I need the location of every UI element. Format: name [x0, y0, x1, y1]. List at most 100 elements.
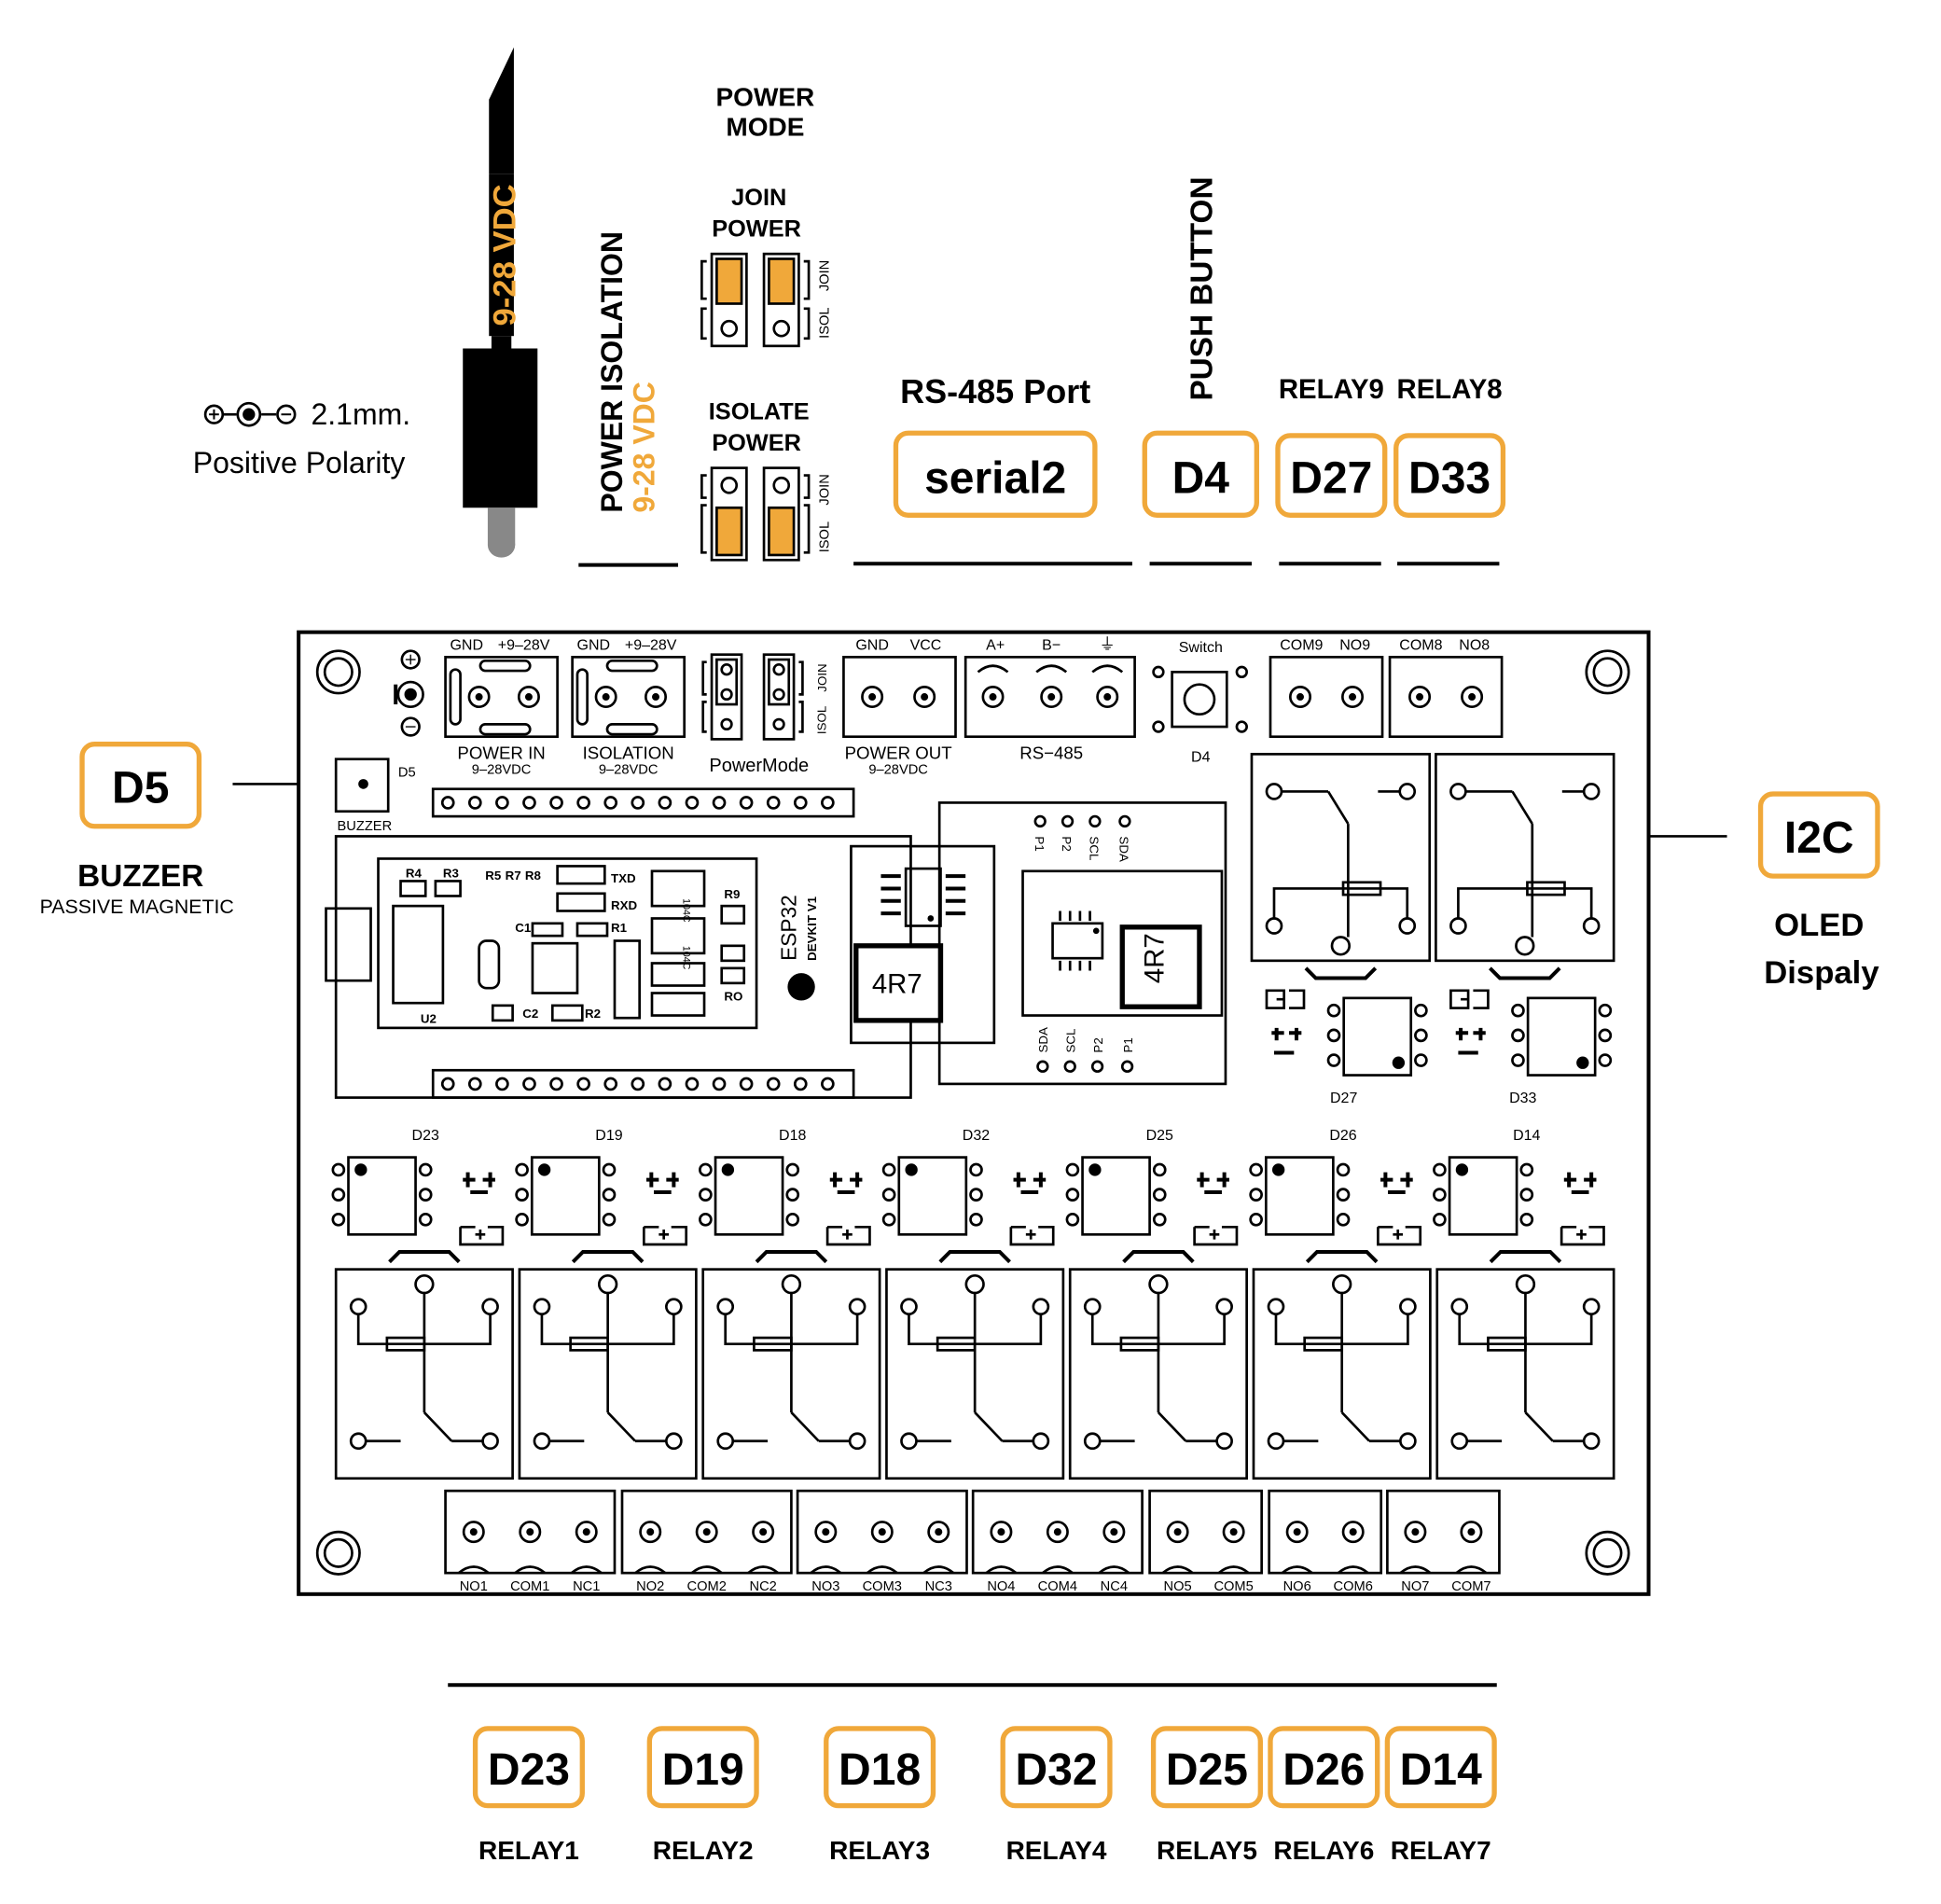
board-buzzer-pin: D5 [398, 765, 416, 780]
terminal-label: COM2 [687, 1579, 727, 1594]
terminal-label: NO6 [1283, 1579, 1311, 1594]
relay-pin-box [472, 1726, 585, 1809]
dc-voltage-label: 9-28 VDC [487, 184, 522, 326]
rs485-ground: ⏚ [1100, 634, 1116, 653]
relay9-block [1250, 753, 1432, 1077]
rs485-terminal [964, 656, 1136, 739]
header-pin [440, 796, 455, 810]
relay-callout-name: RELAY1 [478, 1836, 579, 1865]
relay-pin-label: D19 [595, 1128, 622, 1144]
power-out-gnd: GND [855, 637, 889, 653]
oled-module [937, 801, 1227, 1086]
com8-label: COM8 [1399, 637, 1442, 653]
power-in-label: POWER IN [457, 744, 545, 763]
header-pin [766, 796, 781, 810]
isolate-power-label-1: ISOLATE [709, 399, 810, 425]
output-terminal: NO5 COM5 [1148, 1489, 1263, 1594]
terminal-label: COM4 [1038, 1579, 1077, 1594]
esp32-header-bottom [440, 1077, 835, 1091]
ic-104c-a: 104C [680, 898, 691, 923]
buzzer-pin-box [79, 742, 202, 829]
relay-block [331, 1156, 514, 1480]
terminal-label: COM5 [1213, 1579, 1253, 1594]
jumper-join-diagram [700, 252, 811, 348]
header-pin [576, 1077, 590, 1091]
no8-label: NO8 [1459, 637, 1490, 653]
header-pin [685, 796, 700, 810]
power-out-vcc: VCC [910, 637, 942, 653]
relay-pin-label: D26 [1329, 1128, 1356, 1144]
relay9-terminal [1269, 656, 1384, 739]
oled-sda-bot: SDA [1036, 1027, 1050, 1053]
oled-scl-bot: SCL [1064, 1029, 1078, 1053]
relay9-title: RELAY9 [1279, 374, 1384, 405]
relay-block [1065, 1156, 1248, 1480]
com9-label: COM9 [1280, 637, 1323, 653]
header-pin [603, 796, 618, 810]
relay8-pin-label: D33 [1408, 453, 1490, 503]
oled-p2-bot: P2 [1091, 1037, 1105, 1052]
header-pin [821, 796, 835, 810]
c1-label: C1 [515, 921, 532, 935]
c2-label: C2 [522, 1007, 538, 1021]
relay8-terminal [1388, 656, 1504, 739]
rxd-label: RXD [611, 898, 638, 912]
isolation-sub: 9‒28VDC [599, 763, 659, 778]
relay-callout-pin: D18 [839, 1745, 921, 1795]
no9-label: NO9 [1339, 637, 1370, 653]
jumper-isol-text-a: ISOL [817, 307, 832, 338]
terminal-label: NO1 [460, 1579, 488, 1594]
jumper-join-text-b: JOIN [817, 474, 832, 505]
board-join-text: JOIN [815, 663, 829, 691]
oled-scl-top: SCL [1088, 836, 1102, 860]
header-pin [739, 1077, 754, 1091]
relay8-block [1435, 753, 1615, 1077]
join-power-label-2: POWER [712, 215, 801, 242]
board-d33-label: D33 [1509, 1091, 1536, 1106]
rs485-port-title: RS-485 Port [900, 372, 1090, 410]
relay-pin-box [646, 1726, 759, 1809]
upper-relays [1250, 753, 1615, 1077]
terminal-label: COM3 [863, 1579, 902, 1594]
isolation-label: ISOLATION [583, 744, 674, 763]
header-pin [495, 796, 509, 810]
relay-callout-name: RELAY3 [829, 1836, 930, 1865]
rs485-pin-label: serial2 [924, 453, 1066, 503]
header-pin [793, 1077, 808, 1091]
board-powermode-jumpers [701, 653, 804, 741]
switch-label: Switch [1179, 640, 1223, 656]
r9-label: R9 [724, 887, 740, 901]
board-buzzer-label: BUZZER [338, 819, 393, 834]
oled-sda-top: SDA [1117, 836, 1131, 862]
relay-block [1433, 1156, 1615, 1480]
power-in-v: +9‒28V [498, 637, 550, 653]
header-pin [739, 796, 754, 810]
board-isol-text: ISOL [815, 706, 829, 734]
header-pin [766, 1077, 781, 1091]
relay-callout-name: RELAY5 [1157, 1836, 1257, 1865]
polarity-icon [203, 401, 297, 427]
oled-p2-top: P2 [1060, 836, 1074, 851]
oled-p1-bot: P1 [1121, 1037, 1135, 1052]
relay-block [515, 1156, 698, 1480]
oled-pin-box [1757, 791, 1880, 879]
relay-block [881, 1156, 1065, 1480]
regulator-1 [850, 844, 996, 1045]
relay8-title: RELAY8 [1397, 374, 1503, 405]
jack-size-label: 2.1mm. [311, 397, 410, 431]
terminal-label: COM1 [510, 1579, 549, 1594]
terminal-label: COM6 [1334, 1579, 1373, 1594]
header-pin [821, 1077, 835, 1091]
esp32-header-top [440, 796, 835, 810]
rs485-board-label: RS−485 [1019, 744, 1083, 763]
power-mode-title-1: POWER [716, 82, 815, 111]
terminal-label: NO5 [1164, 1579, 1192, 1594]
